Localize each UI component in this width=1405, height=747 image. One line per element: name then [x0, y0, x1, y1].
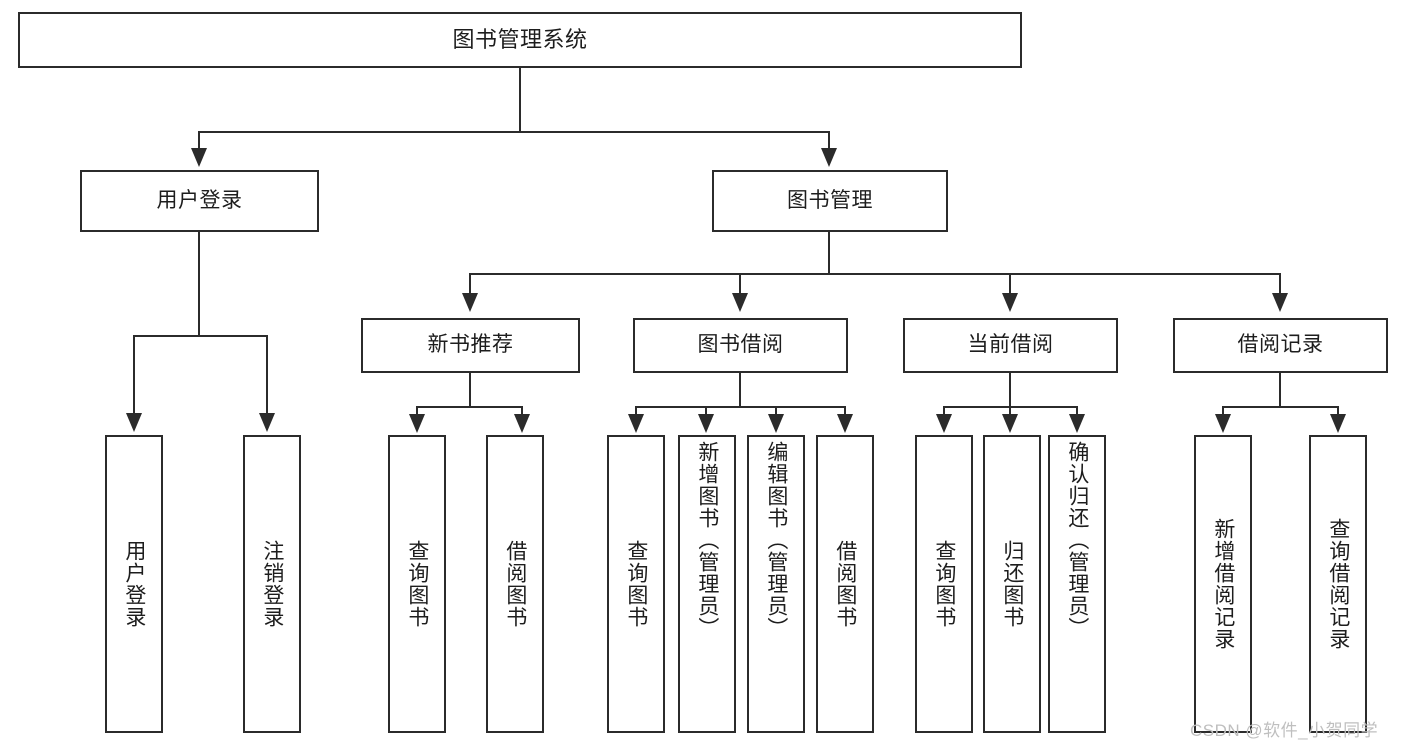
- connector-borrow-record-leaf-1: [1222, 406, 1224, 419]
- leaf-add-book-admin[interactable]: 新增图书（管理员）: [678, 435, 736, 733]
- node-book-management[interactable]: 图书管理: [712, 170, 948, 232]
- leaf-label: 借阅图书: [833, 540, 857, 628]
- connector-new-book-stem: [469, 373, 471, 407]
- leaf-return-book[interactable]: 归还图书: [983, 435, 1041, 733]
- arrowhead-current-borrow-leaf-2: [1002, 414, 1018, 433]
- arrowhead-book-borrow-leaf-1: [628, 414, 644, 433]
- connector-new-book-bus: [416, 406, 523, 408]
- arrowhead-book-borrow-leaf-4: [837, 414, 853, 433]
- node-book-management-system[interactable]: 图书管理系统: [18, 12, 1022, 68]
- connector-bm-to-borrow-record: [1279, 273, 1281, 295]
- arrowhead-book-borrow-leaf-3: [768, 414, 784, 433]
- leaf-logout-login[interactable]: 注销登录: [243, 435, 301, 733]
- node-borrow-record[interactable]: 借阅记录: [1173, 318, 1388, 373]
- connector-current-borrow-stem: [1009, 373, 1011, 407]
- node-label: 图书借阅: [697, 333, 784, 357]
- connector-borrow-record-leaf-2: [1337, 406, 1339, 419]
- connector-book-borrow-stem: [739, 373, 741, 407]
- node-label: 借阅记录: [1237, 333, 1324, 357]
- arrowhead-new-book-leaf-2: [514, 414, 530, 433]
- leaf-borrow-book-recommend[interactable]: 借阅图书: [486, 435, 544, 733]
- csdn-watermark: CSDN @软件_小贺同学: [1190, 721, 1379, 740]
- leaf-query-book-recommend[interactable]: 查询图书: [388, 435, 446, 733]
- connector-book-borrow-leaf-3: [775, 406, 777, 419]
- arrowhead-user-login-leaf-1: [126, 413, 142, 432]
- arrowhead-root-to-user-login: [191, 148, 207, 167]
- connector-user-login-to-leaf-2: [266, 335, 268, 415]
- leaf-query-book-current[interactable]: 查询图书: [915, 435, 973, 733]
- leaf-label: 新增图书（管理员）: [695, 441, 719, 639]
- connector-borrow-record-bus: [1222, 406, 1338, 408]
- connector-current-borrow-leaf-3: [1076, 406, 1078, 419]
- arrowhead-borrow-record-leaf-1: [1215, 414, 1231, 433]
- connector-root-stem: [519, 68, 521, 132]
- connector-bm-to-new-book: [469, 273, 471, 295]
- leaf-confirm-return-admin[interactable]: 确认归还（管理员）: [1048, 435, 1106, 733]
- leaf-query-borrow-record[interactable]: 查询借阅记录: [1309, 435, 1367, 733]
- connector-book-borrow-leaf-2: [705, 406, 707, 419]
- arrowhead-bm-to-new-book: [462, 293, 478, 312]
- leaf-query-book-borrow[interactable]: 查询图书: [607, 435, 665, 733]
- leaf-label: 借阅图书: [503, 540, 527, 628]
- arrowhead-root-to-book-management: [821, 148, 837, 167]
- leaf-add-borrow-record[interactable]: 新增借阅记录: [1194, 435, 1252, 733]
- node-user-login[interactable]: 用户登录: [80, 170, 319, 232]
- leaf-label: 查询图书: [405, 540, 429, 628]
- connector-user-login-stem: [198, 232, 200, 336]
- connector-book-management-stem: [828, 232, 830, 274]
- connector-borrow-record-stem: [1279, 373, 1281, 407]
- leaf-label: 查询图书: [932, 540, 956, 628]
- arrowhead-book-borrow-leaf-2: [698, 414, 714, 433]
- leaf-label: 新增借阅记录: [1211, 518, 1235, 650]
- leaf-label: 查询借阅记录: [1326, 518, 1350, 650]
- arrowhead-current-borrow-leaf-3: [1069, 414, 1085, 433]
- leaf-label: 注销登录: [260, 540, 284, 628]
- node-label: 新书推荐: [427, 333, 514, 357]
- leaf-borrow-book[interactable]: 借阅图书: [816, 435, 874, 733]
- leaf-label: 确认归还（管理员）: [1065, 441, 1089, 639]
- connector-bm-to-current-borrow: [1009, 273, 1011, 295]
- connector-root-bus: [198, 131, 830, 133]
- node-label: 当前借阅: [967, 333, 1054, 357]
- connector-new-book-leaf-1: [416, 406, 418, 419]
- leaf-label: 编辑图书（管理员）: [764, 441, 788, 639]
- leaf-label: 用户登录: [122, 540, 146, 628]
- arrowhead-user-login-leaf-2: [259, 413, 275, 432]
- connector-book-borrow-bus: [635, 406, 845, 408]
- arrowhead-borrow-record-leaf-2: [1330, 414, 1346, 433]
- leaf-edit-book-admin[interactable]: 编辑图书（管理员）: [747, 435, 805, 733]
- connector-new-book-leaf-2: [521, 406, 523, 419]
- arrowhead-bm-to-book-borrow: [732, 293, 748, 312]
- connector-user-login-bus: [133, 335, 267, 337]
- leaf-label: 查询图书: [624, 540, 648, 628]
- arrowhead-current-borrow-leaf-1: [936, 414, 952, 433]
- node-current-borrow[interactable]: 当前借阅: [903, 318, 1118, 373]
- arrowhead-bm-to-current-borrow: [1002, 293, 1018, 312]
- connector-book-management-bus: [469, 273, 1281, 275]
- connector-current-borrow-leaf-2: [1009, 406, 1011, 419]
- leaf-label: 归还图书: [1000, 540, 1024, 628]
- leaf-user-login[interactable]: 用户登录: [105, 435, 163, 733]
- node-new-book-recommend[interactable]: 新书推荐: [361, 318, 580, 373]
- connector-user-login-to-leaf-1: [133, 335, 135, 415]
- connector-root-to-book-management: [828, 131, 830, 151]
- node-label: 图书管理系统: [452, 27, 588, 53]
- connector-current-borrow-leaf-1: [943, 406, 945, 419]
- connector-root-to-user-login: [198, 131, 200, 151]
- node-book-borrow[interactable]: 图书借阅: [633, 318, 848, 373]
- arrowhead-new-book-leaf-1: [409, 414, 425, 433]
- connector-bm-to-book-borrow: [739, 273, 741, 295]
- node-label: 用户登录: [156, 188, 243, 212]
- connector-book-borrow-leaf-4: [844, 406, 846, 419]
- node-label: 图书管理: [787, 188, 873, 212]
- arrowhead-bm-to-borrow-record: [1272, 293, 1288, 312]
- connector-book-borrow-leaf-1: [635, 406, 637, 419]
